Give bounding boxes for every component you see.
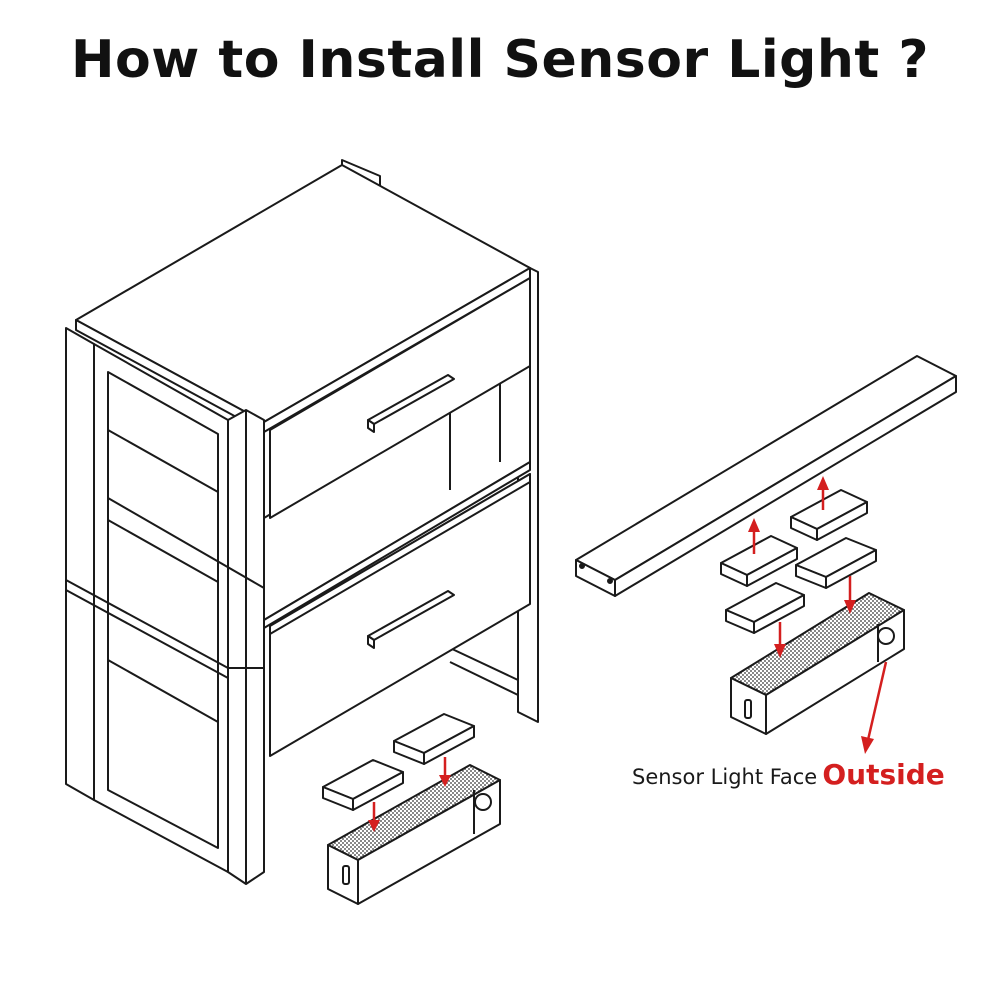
adhesive-pad-right-3 [725,582,805,634]
sensor-face-caption: Sensor Light Face Outside [632,758,945,791]
drawer-board [575,355,957,597]
right-sensor-assembly [575,355,957,754]
adhesive-pad-left-1 [322,759,404,811]
adhesive-pad-left-2 [393,713,475,765]
adhesive-pad-right-4 [795,537,877,589]
caption-accent-text: Outside [822,758,945,791]
light-switch-left [342,865,350,885]
callout-arrow [861,661,888,754]
upper-drawer[interactable] [269,277,531,519]
light-switch-right [744,699,752,719]
sensor-light-bar-right [730,592,905,735]
adhesive-pad-right-2 [790,489,868,541]
page-title: How to Install Sensor Light ? [70,30,930,90]
nightstand-illustration [65,159,539,885]
lift-arrows-right [748,476,829,554]
sensor-light-bar-left [327,764,501,905]
caption-main-text: Sensor Light Face [632,765,818,789]
front-left-leg [65,327,95,801]
insert-arrows-right [774,576,856,658]
motion-sensor-left [474,793,492,811]
motion-sensor-right [877,627,895,645]
insert-arrows-left [368,757,451,832]
adhesive-pad-right-1 [720,535,798,587]
left-sensor-assembly [322,713,501,905]
